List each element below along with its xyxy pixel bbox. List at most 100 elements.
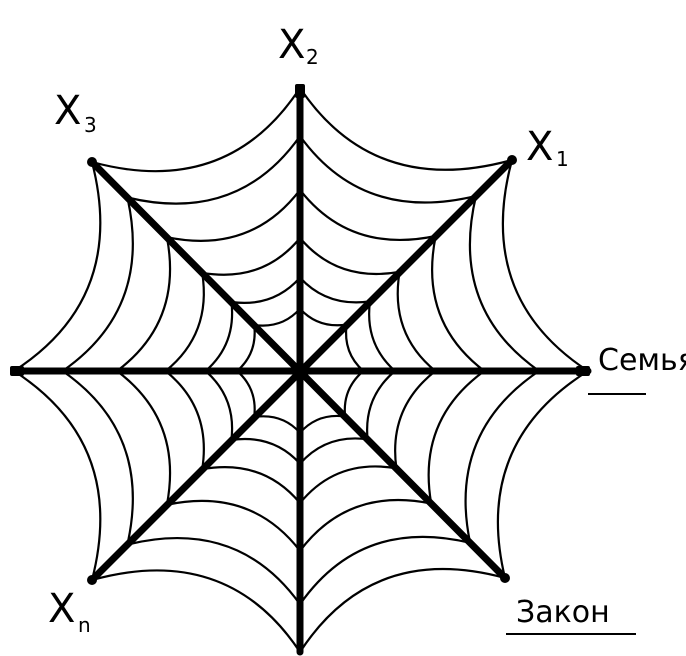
web-knot-4-5	[114, 368, 120, 374]
web-knot-3-8	[393, 465, 400, 472]
web-ring-1-segment-6	[253, 415, 302, 434]
web-ring-2-segment-2	[298, 276, 372, 304]
web-ring-4-segment-1	[431, 234, 486, 373]
web-ring-2-segment-8	[366, 369, 397, 441]
web-ring-1-segment-3	[253, 307, 302, 327]
spoke-end-knots	[10, 84, 590, 585]
knot-bottom-right	[500, 573, 510, 583]
label-x3-main: X	[54, 88, 81, 134]
web-ring-5-segment-3	[126, 135, 302, 205]
web-ring-5-segment-6	[126, 537, 302, 606]
label-x2-sub: 2	[306, 45, 319, 69]
web-ring-4-segment-8	[427, 369, 486, 505]
spoke-diagonal-x1-to-xn	[88, 156, 516, 584]
label-family: Семья	[588, 343, 686, 395]
web-knot-4-6	[163, 501, 170, 508]
web-ring-3-segment-4	[164, 271, 205, 373]
web-knot-4-3	[297, 186, 303, 193]
web-ring-2-segment-5	[204, 369, 234, 442]
web-knot-2-7	[297, 460, 303, 467]
web-ring-2-segment-7	[298, 437, 369, 465]
label-x1-main: X	[526, 124, 553, 170]
label-x3: X 3	[54, 88, 97, 137]
knot-top-left	[87, 157, 97, 167]
label-x1-sub: 1	[556, 147, 569, 171]
web-ring-6-segment-8	[496, 369, 590, 580]
web-ring-2-segment-1	[368, 300, 397, 373]
web-rings	[12, 86, 590, 654]
web-ring-4-segment-2	[298, 188, 437, 242]
web-ring-6-segment-1	[501, 158, 590, 373]
web-knot-2-5	[202, 368, 209, 374]
web-ring-3-segment-8	[394, 369, 437, 470]
web-knot-2-4	[228, 299, 235, 305]
web-ring-1-segment-2	[298, 307, 348, 327]
web-ring-1-segment-8	[343, 369, 365, 418]
web-ring-3-segment-3	[201, 236, 302, 276]
web-ring-6-segment-3	[90, 86, 302, 173]
web-ring-4-segment-4	[115, 236, 172, 373]
web-ring-6-segment-4	[12, 160, 102, 373]
web-knot-1-4	[251, 322, 258, 328]
web-knot-5-2	[473, 192, 479, 199]
web-ring-5-segment-7	[298, 535, 472, 606]
web-knot-4-2	[432, 233, 439, 239]
label-xn-main: X	[48, 586, 75, 632]
web-ring-3-segment-5	[164, 369, 205, 471]
web-knot-1-2	[343, 321, 350, 328]
web-knot-5-6	[124, 541, 131, 548]
web-knot-5-3	[297, 133, 303, 140]
label-x3-sub: 3	[84, 113, 97, 137]
label-family-text: Семья	[598, 343, 686, 378]
web-ring-4-segment-3	[165, 188, 302, 242]
web-knot-1-3	[297, 305, 303, 312]
web-knot-2-2	[367, 298, 373, 305]
web-spokes	[10, 84, 592, 656]
web-knot-1-6	[251, 414, 258, 420]
web-ring-2-segment-4	[204, 300, 234, 373]
web-knot-2-8	[364, 436, 371, 443]
web-knot-2-6	[228, 437, 235, 443]
web-ring-5-segment-8	[464, 369, 541, 544]
label-x2: X 2	[278, 22, 319, 69]
web-knot-1-7	[297, 429, 303, 436]
web-ring-2-segment-6	[230, 438, 302, 465]
knot-right	[576, 366, 590, 376]
web-ring-6-segment-2	[298, 86, 514, 171]
web-knot-3-4	[199, 269, 206, 276]
label-law-text: Закон	[516, 595, 610, 630]
web-knot-1-5	[234, 368, 241, 374]
web-knot-3-5	[162, 368, 169, 374]
web-ring-1-segment-1	[344, 323, 365, 373]
knot-top-right	[507, 155, 517, 165]
web-knot-5-8	[467, 539, 474, 546]
web-ring-6-segment-5	[12, 369, 102, 582]
web-knot-3-7	[297, 500, 303, 507]
web-knot-2-3	[297, 274, 303, 281]
label-x2-main: X	[278, 22, 305, 68]
knot-bottom-left	[87, 575, 97, 585]
web-ring-2-segment-3	[230, 276, 302, 304]
web-ring-3-segment-2	[298, 236, 401, 276]
label-xn: X n	[48, 586, 91, 637]
web-knot-5-7	[297, 601, 303, 608]
web-ring-6-segment-7	[298, 567, 507, 654]
web-ring-1-segment-5	[236, 369, 256, 419]
web-knot-3-6	[199, 466, 206, 473]
web-knot-1-8	[342, 413, 349, 420]
web-knot-4-7	[297, 547, 303, 554]
web-ring-1-segment-4	[236, 323, 256, 373]
web-knot-5-4	[124, 194, 131, 201]
web-ring-5-segment-5	[61, 369, 134, 546]
web-knot-5-5	[59, 368, 66, 374]
label-xn-sub: n	[78, 613, 91, 637]
web-ring-4-segment-7	[298, 498, 433, 552]
web-ring-3-segment-1	[396, 270, 437, 373]
web-ring-4-segment-5	[115, 369, 172, 506]
web-knot-3-2	[396, 268, 403, 275]
web-ring-3-segment-6	[201, 466, 302, 505]
web-knot-4-8	[428, 500, 435, 507]
web-ring-5-segment-4	[61, 196, 134, 373]
web-ring-6-segment-6	[90, 569, 302, 654]
